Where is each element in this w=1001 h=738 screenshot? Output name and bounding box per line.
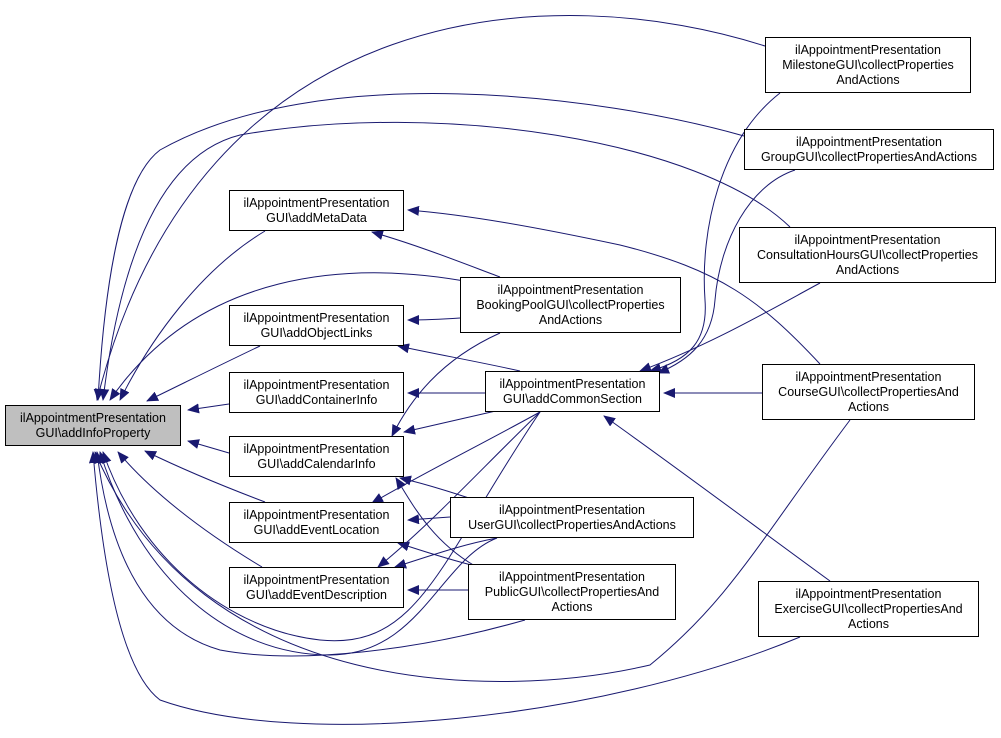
edge-publicGUI-to-addInfoProperty [93,451,526,657]
edges [88,15,851,725]
node-label: ilAppointmentPresentation PublicGUI\coll… [484,569,660,614]
edge-userGUI-to-addEventLocation [407,514,451,525]
node-bookingPool[interactable]: ilAppointmentPresentation BookingPoolGUI… [460,277,681,333]
edge-addMetaData-to-addInfoProperty [119,230,266,401]
node-userGUI[interactable]: ilAppointmentPresentation UserGUI\collec… [450,497,694,538]
node-label: ilAppointmentPresentation CourseGUI\coll… [778,369,959,414]
edge-exerciseGUI-to-addInfoProperty [88,451,801,725]
node-label: ilAppointmentPresentation GroupGUI\colle… [760,134,978,164]
edge-courseGUI-to-addInfoProperty [94,419,851,682]
edge-addCalendarInfo-to-addInfoProperty [187,439,230,454]
edge-publicGUI-to-addCalendarInfo [395,477,476,567]
edge-groupGUI-to-addInfoProperty [93,93,745,401]
edge-groupGUI-to-addCommonSection [657,169,796,374]
node-addObjectLinks[interactable]: ilAppointmentPresentation GUI\addObjectL… [229,305,404,346]
node-label: ilAppointmentPresentation GUI\addMetaDat… [243,195,390,225]
edge-addEventDescription-to-addInfoProperty [117,451,263,568]
node-label: ilAppointmentPresentation GUI\addInfoPro… [20,410,166,440]
node-label: ilAppointmentPresentation MilestoneGUI\c… [782,42,954,87]
node-addInfoProperty: ilAppointmentPresentation GUI\addInfoPro… [5,405,181,446]
edge-bookingPool-to-addMetaData [371,230,501,278]
edge-addCommonSection-to-addCalendarInfo [403,409,501,435]
edge-bookingPool-to-addInfoProperty [109,272,471,401]
edge-addCommonSection-to-addEventLocation [371,411,541,504]
edge-addCommonSection-to-addObjectLinks [397,343,521,372]
edge-bookingPool-to-addCalendarInfo [391,332,501,437]
node-groupGUI[interactable]: ilAppointmentPresentation GroupGUI\colle… [744,129,994,170]
node-label: ilAppointmentPresentation GUI\addObjectL… [243,310,390,340]
node-label: ilAppointmentPresentation GUI\addEventLo… [243,507,390,537]
edge-addEventLocation-to-addInfoProperty [144,450,266,503]
edge-addCommonSection-to-addEventDescription [377,411,541,568]
node-label: ilAppointmentPresentation GUI\addCommonS… [499,376,646,406]
node-addContainerInfo[interactable]: ilAppointmentPresentation GUI\addContain… [229,372,404,413]
node-label: ilAppointmentPresentation GUI\addCalenda… [243,441,390,471]
edge-userGUI-to-addEventDescription [394,537,498,569]
node-courseGUI[interactable]: ilAppointmentPresentation CourseGUI\coll… [762,364,975,420]
node-addCalendarInfo[interactable]: ilAppointmentPresentation GUI\addCalenda… [229,436,404,477]
node-addEventDescription[interactable]: ilAppointmentPresentation GUI\addEventDe… [229,567,404,608]
node-addMetaData[interactable]: ilAppointmentPresentation GUI\addMetaDat… [229,190,404,231]
edge-milestoneGUI-to-addCommonSection [649,92,781,373]
node-label: ilAppointmentPresentation GUI\addEventDe… [243,572,390,602]
edge-exerciseGUI-to-addCommonSection [603,415,831,582]
node-label: ilAppointmentPresentation GUI\addContain… [243,377,390,407]
node-exerciseGUI[interactable]: ilAppointmentPresentation ExerciseGUI\co… [758,581,979,637]
edge-consultationGUI-to-addCommonSection [639,282,821,372]
node-label: ilAppointmentPresentation ConsultationHo… [757,232,978,277]
node-label: ilAppointmentPresentation BookingPoolGUI… [476,282,665,327]
edge-milestoneGUI-to-addInfoProperty [94,15,766,401]
edge-consultationGUI-to-addInfoProperty [99,121,791,401]
edge-bookingPool-to-addObjectLinks [407,314,461,325]
node-addEventLocation[interactable]: ilAppointmentPresentation GUI\addEventLo… [229,502,404,543]
node-label: ilAppointmentPresentation UserGUI\collec… [468,502,676,532]
node-publicGUI[interactable]: ilAppointmentPresentation PublicGUI\coll… [468,564,676,620]
edge-addObjectLinks-to-addInfoProperty [146,345,261,402]
node-milestoneGUI[interactable]: ilAppointmentPresentation MilestoneGUI\c… [765,37,971,93]
node-addCommonSection[interactable]: ilAppointmentPresentation GUI\addCommonS… [485,371,660,412]
node-consultationGUI[interactable]: ilAppointmentPresentation ConsultationHo… [739,227,996,283]
edge-courseGUI-to-addMetaData [407,205,821,365]
node-label: ilAppointmentPresentation ExerciseGUI\co… [774,586,963,631]
edge-addContainerInfo-to-addInfoProperty [187,403,230,414]
